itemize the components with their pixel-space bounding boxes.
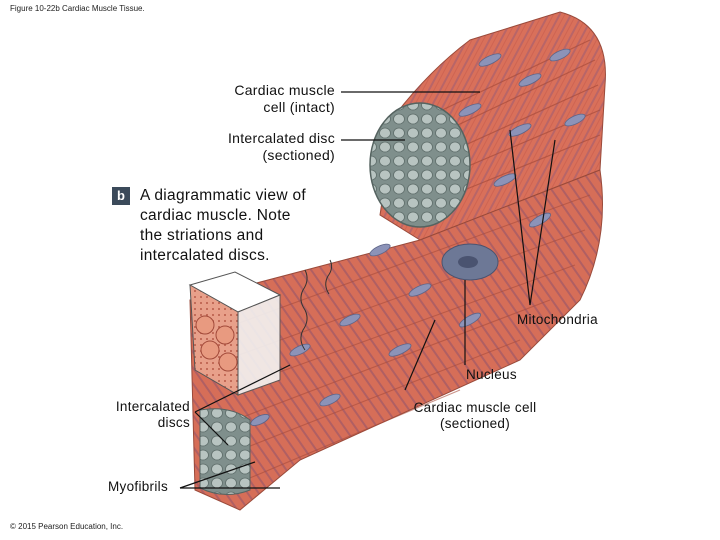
label-intercalated-disc-sectioned: Intercalated disc (sectioned) [227, 130, 335, 163]
intercalated-wavy-lines [300, 259, 333, 351]
intercalated-disc-face [369, 102, 471, 228]
nucleus-shape [441, 243, 499, 281]
label-cardiac-muscle-cell-intact: Cardiac muscle cell (intact) [234, 82, 335, 115]
figure-caption: A diagrammatic view of cardiac muscle. N… [140, 187, 306, 264]
figure-title: Figure 10-22b Cardiac Muscle Tissue. [10, 4, 145, 13]
copyright: © 2015 Pearson Education, Inc. [10, 522, 124, 531]
label-myofibrils: Myofibrils [108, 479, 169, 494]
lower-disc-stack [199, 408, 251, 495]
leader-lines [179, 91, 556, 489]
label-intercalated-discs: Intercalated discs [115, 399, 190, 431]
label-nucleus: Nucleus [466, 367, 517, 382]
label-mitochondria: Mitochondria [517, 312, 598, 327]
label-cardiac-muscle-cell-sectioned: Cardiac muscle cell (sectioned) [413, 400, 537, 432]
lower-muscle-bundle [189, 169, 603, 511]
sectioned-block [188, 271, 282, 396]
figure-part-badge: b [112, 187, 130, 205]
